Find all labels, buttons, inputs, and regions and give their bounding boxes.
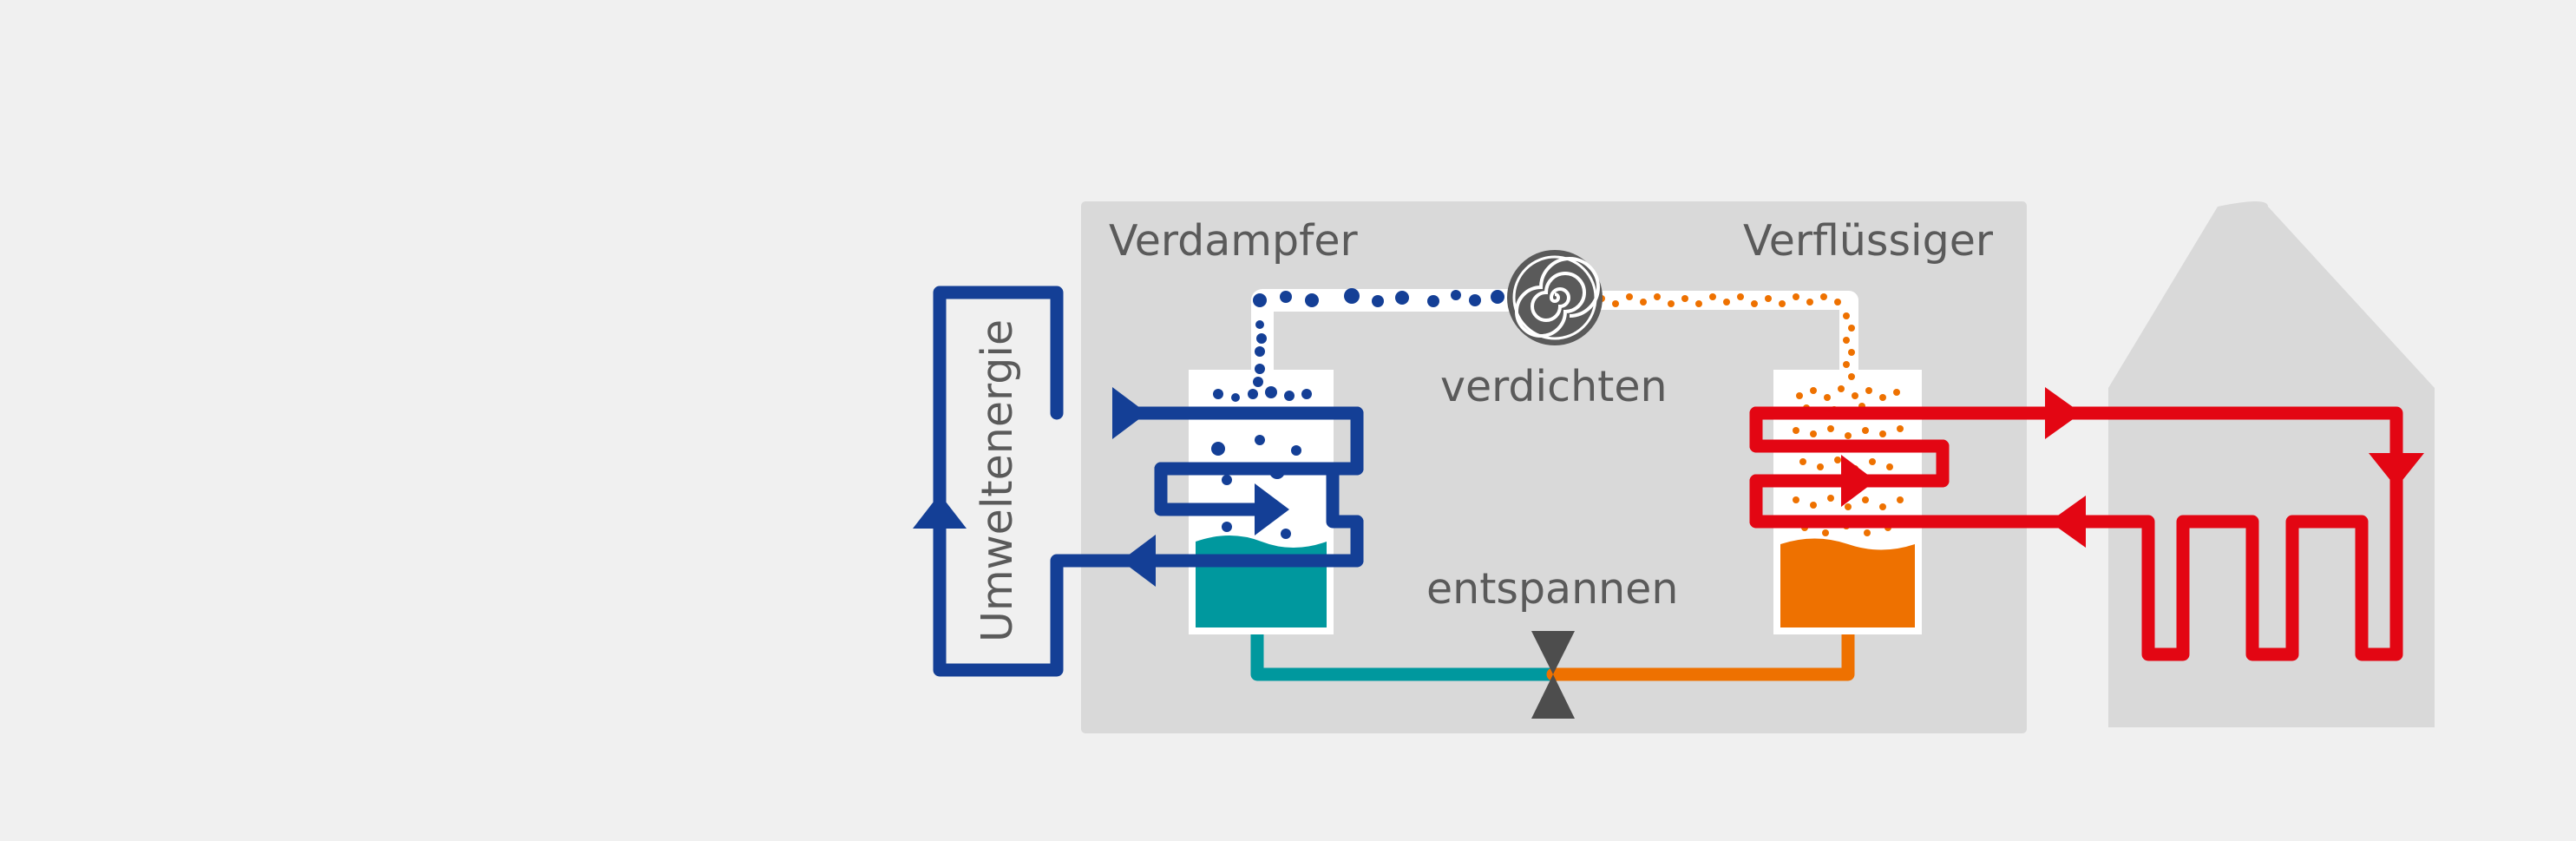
cold-liquid-line — [1250, 624, 1560, 681]
heating-arrow-return — [2049, 496, 2086, 548]
spiral-icon — [1507, 250, 1603, 345]
hot-liquid-line — [1546, 624, 1855, 681]
heating-arrow-down — [2369, 453, 2424, 488]
hourglass-valve-icon — [1531, 631, 1575, 719]
heating-arrow-out — [2045, 387, 2081, 439]
cold-vapor-line — [1251, 288, 1514, 387]
expand-label: entspannen — [1426, 564, 1678, 614]
condenser-label: Verflüssiger — [1743, 216, 1994, 266]
evaporator-label: Verdampfer — [1109, 216, 1359, 266]
condenser-coil — [1749, 406, 1950, 529]
evaporator-coil — [1112, 406, 1364, 568]
house-icon — [2108, 201, 2435, 727]
compress-label: verdichten — [1440, 362, 1668, 411]
hot-vapor-line — [1592, 291, 1858, 380]
ambient-arrow-up — [913, 494, 967, 529]
evaporator-coil-arrow — [1255, 483, 1289, 535]
ambient-energy-label: Umweltenergie — [973, 319, 1022, 642]
ambient-arrow-out — [1121, 535, 1156, 587]
condenser-coil-arrow — [1841, 455, 1876, 507]
